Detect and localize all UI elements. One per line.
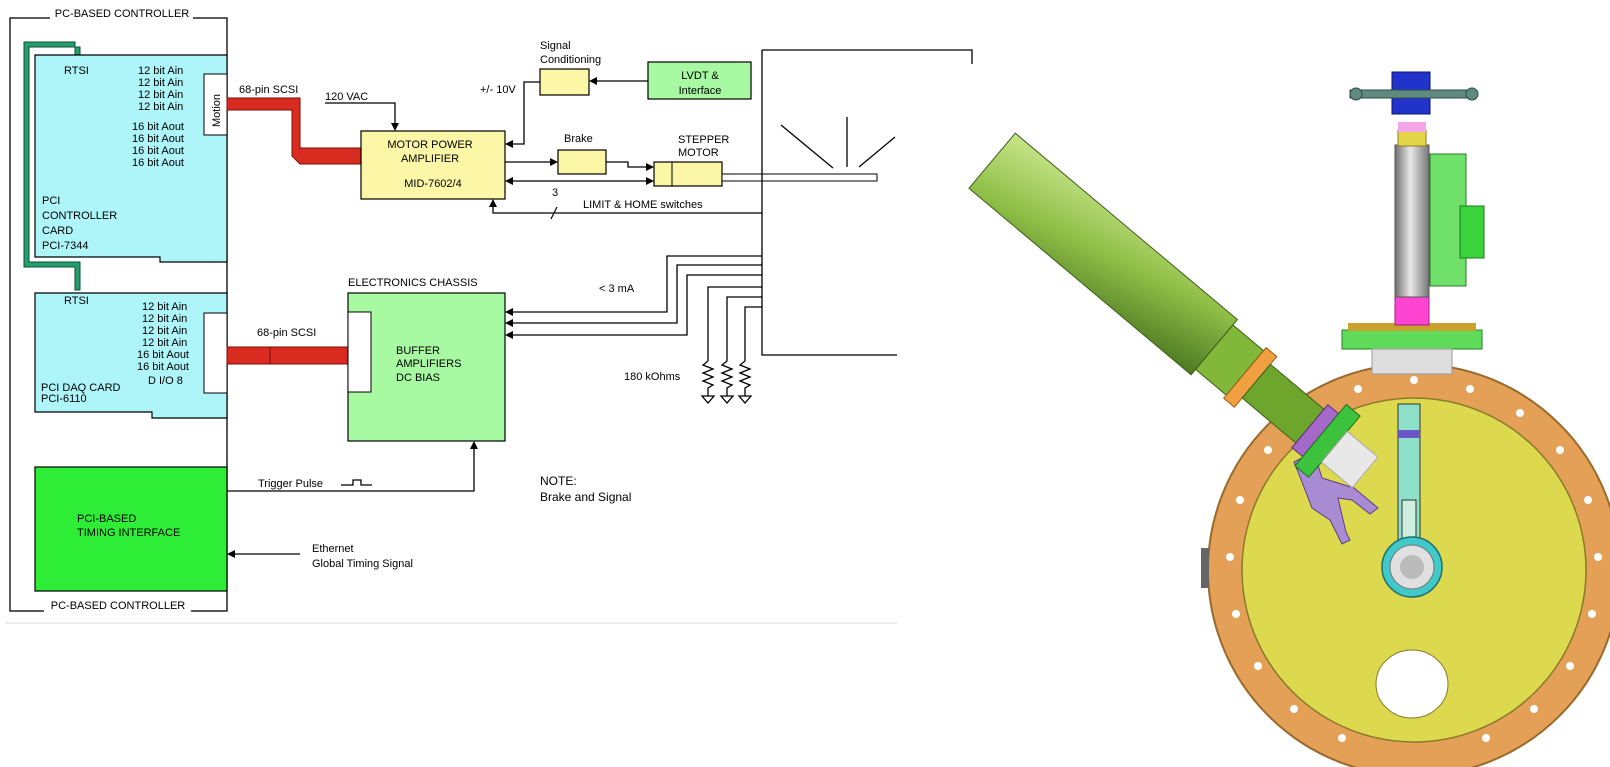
buffer-line-1: BUFFER (396, 345, 440, 357)
pci7344-aout-1: 16 bit Aout (132, 121, 184, 133)
note-title: NOTE: (540, 474, 577, 488)
global-timing-label: Global Timing Signal (312, 558, 413, 570)
pci6110-line-3: 12 bit Ain (142, 325, 187, 337)
resistor-network (702, 287, 762, 403)
note-body: Brake and Signal (540, 490, 631, 504)
pci6110-line-2: 12 bit Ain (142, 313, 187, 325)
pci7344-aout-3: 16 bit Aout (132, 145, 184, 157)
pci7344-ain-4: 12 bit Ain (138, 101, 183, 113)
pci6110-line-4: 12 bit Ain (142, 337, 187, 349)
brake-label: Brake (564, 133, 593, 145)
amplifier-line-2: AMPLIFIER (401, 153, 459, 165)
brake-box (558, 150, 606, 174)
timing-name-2: TIMING INTERFACE (77, 527, 180, 539)
pci7344-ain-2: 12 bit Ain (138, 77, 183, 89)
pci6110-line-6: 16 bit Aout (137, 361, 189, 373)
buffer-amplifiers-box: BUFFER AMPLIFIERS DC BIAS (348, 293, 505, 441)
limit-switches-label: LIMIT & HOME switches (583, 199, 703, 211)
pci6110-rtsi-label: RTSI (64, 295, 89, 307)
motor-power-amplifier: MOTOR POWER AMPLIFIER MID-7602/4 (361, 131, 505, 199)
timing-name-1: PCI-BASED (77, 513, 136, 525)
pci7344-aout-4: 16 bit Aout (132, 157, 184, 169)
pci7344-name-4: PCI-7344 (42, 240, 88, 252)
buffer-line-3: DC BIAS (396, 372, 440, 384)
pci7344-aout-2: 16 bit Aout (132, 133, 184, 145)
trigger-pulse-label: Trigger Pulse (258, 478, 323, 490)
stepper-line-1: STEPPER (678, 134, 729, 146)
signal-conditioning-1: Signal (540, 40, 571, 52)
switch-count-label: 3 (552, 187, 558, 199)
pci7344-rtsi-label: RTSI (64, 65, 89, 77)
controller-bottom-label: PC-BASED CONTROLLER (51, 600, 186, 612)
pci6110-line-1: 12 bit Ain (142, 301, 187, 313)
buffer-line-2: AMPLIFIERS (396, 358, 461, 370)
pci7344-ain-1: 12 bit Ain (138, 65, 183, 77)
chassis-title: ELECTRONICS CHASSIS (348, 277, 478, 289)
pci-6110-card: RTSI 12 bit Ain 12 bit Ain 12 bit Ain 12… (35, 293, 227, 418)
motion-connector-label: Motion (211, 94, 223, 127)
pci7344-name-2: CONTROLLER (42, 210, 117, 222)
signal-conditioning-box (540, 69, 589, 95)
amplifier-line-1: MOTOR POWER (387, 139, 472, 151)
scsi-bottom-label: 68-pin SCSI (257, 327, 316, 339)
signal-conditioning-2: Conditioning (540, 54, 601, 66)
pci6110-line-7: D I/O 8 (148, 375, 183, 387)
pci6110-name-2: PCI-6110 (41, 393, 87, 405)
lvdt-line-1: LVDT & (681, 70, 719, 82)
amplifier-line-3: MID-7602/4 (404, 178, 461, 190)
stepper-motor-box (654, 162, 722, 186)
pci-7344-card: RTSI 12 bit Ain 12 bit Ain 12 bit Ain 12… (35, 55, 227, 262)
scsi-cable-top (227, 98, 361, 164)
timing-interface-card: PCI-BASED TIMING INTERFACE (35, 467, 227, 591)
controller-top-label: PC-BASED CONTROLLER (55, 8, 190, 20)
lvdt-line-2: Interface (679, 85, 722, 97)
stepper-line-2: MOTOR (678, 147, 719, 159)
ethernet-label: Ethernet (312, 543, 354, 555)
pci7344-ain-3: 12 bit Ain (138, 89, 183, 101)
pci7344-name-3: CARD (42, 225, 73, 237)
voltage-label: +/- 10V (480, 84, 516, 96)
scsi-top-label: 68-pin SCSI (239, 84, 298, 96)
current-label: < 3 mA (599, 283, 635, 295)
scsi-cable-bottom (227, 347, 348, 364)
vac-label: 120 VAC (325, 91, 368, 103)
resistance-label: 180 kOhms (624, 371, 681, 383)
pci7344-name-1: PCI (42, 195, 60, 207)
vacuum-chamber-render (967, 72, 1610, 767)
pci6110-line-5: 16 bit Aout (137, 349, 189, 361)
